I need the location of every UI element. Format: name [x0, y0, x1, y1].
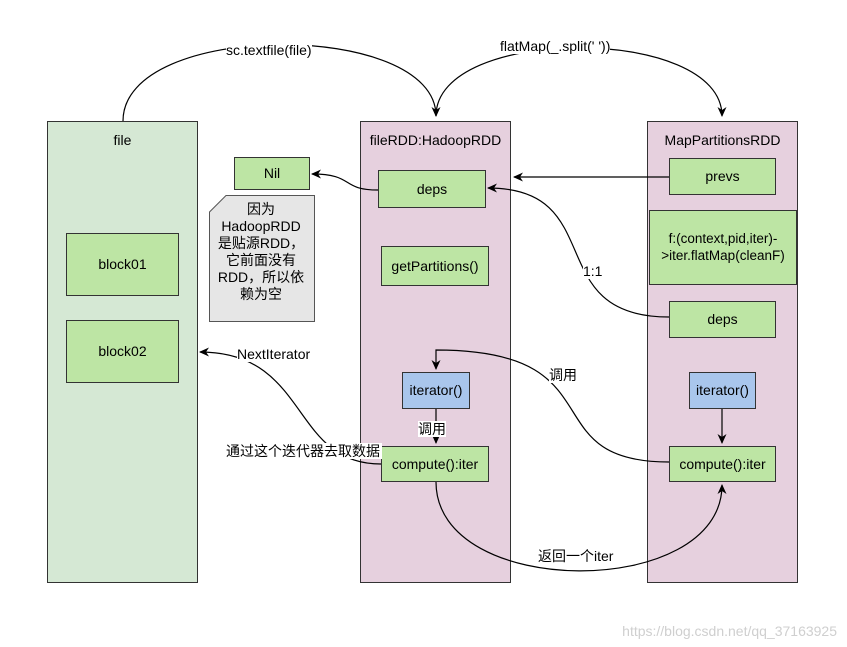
label-return-iter: 返回一个iter	[538, 548, 614, 564]
label-textfile: sc.textfile(file)	[226, 42, 312, 58]
note-shape: 因为 HadoopRDD 是贴源RDD， 它前面没有 RDD，所以依 赖为空	[209, 195, 315, 322]
label-flatmap: flatMap(_.split(' '))	[500, 38, 611, 54]
note-text: 因为 HadoopRDD 是贴源RDD， 它前面没有 RDD，所以依 赖为空	[217, 201, 305, 302]
get-partitions-box: getPartitions()	[381, 246, 489, 286]
file-lane-title: file	[113, 132, 132, 148]
edge-deps-to-nil	[311, 169, 379, 191]
hadoop-deps-box: deps	[378, 170, 486, 208]
edge-flatmap	[435, 47, 727, 117]
label-one-to-one: 1:1	[583, 263, 603, 279]
edge-return-iter	[435, 481, 727, 572]
map-compute-box: compute():iter	[669, 446, 776, 482]
function-text: f:(context,pid,iter)- >iter.flatMap(clea…	[661, 231, 785, 263]
label-call-right: 调用	[549, 367, 577, 383]
edge-call-right	[431, 349, 670, 463]
label-call-left: 调用	[418, 421, 446, 437]
block01-box: block01	[66, 233, 179, 296]
map-partitions-rdd-lane: MapPartitionsRDD	[647, 121, 798, 583]
label-next-iterator: NextIterator	[237, 346, 311, 362]
map-partitions-rdd-lane-title: MapPartitionsRDD	[664, 132, 781, 148]
hadoop-rdd-lane-title: fileRDD:HadoopRDD	[369, 132, 502, 148]
edge-one-to-one	[487, 183, 670, 318]
hadoop-compute-box: compute():iter	[381, 446, 489, 482]
map-deps-box: deps	[669, 301, 776, 338]
nil-box: Nil	[234, 157, 310, 190]
watermark: https://blog.csdn.net/qq_37163925	[622, 623, 837, 639]
label-fetch-data: 通过这个迭代器去取数据	[226, 443, 382, 459]
prevs-box: prevs	[669, 158, 776, 195]
hadoop-iterator-box: iterator()	[402, 372, 470, 409]
map-iterator-box: iterator()	[689, 372, 756, 409]
block02-box: block02	[66, 320, 179, 383]
function-box: f:(context,pid,iter)- >iter.flatMap(clea…	[649, 210, 797, 285]
